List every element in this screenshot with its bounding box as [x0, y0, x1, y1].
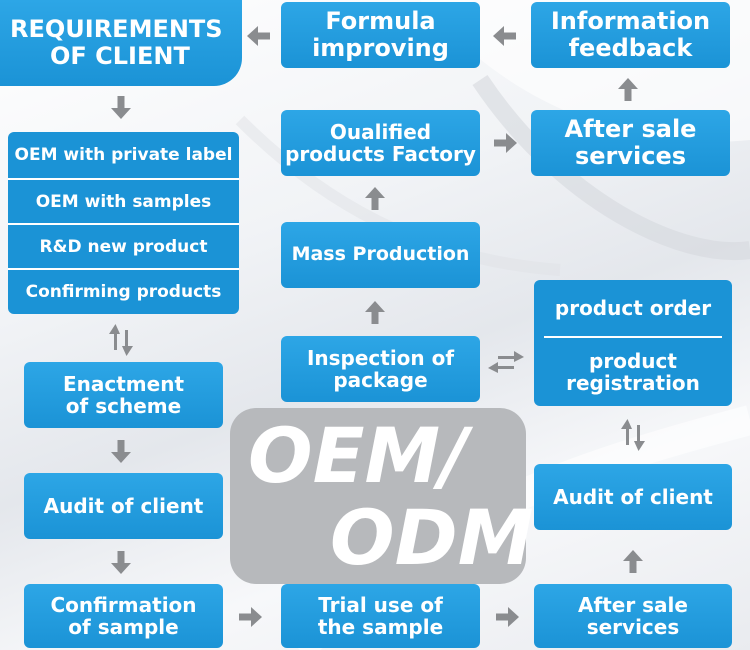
arrow-right-icon — [496, 607, 519, 627]
double-vertical-arrow-icon — [109, 324, 133, 356]
oem-title-line1: OEM/ — [248, 411, 468, 500]
arrow-right-icon — [494, 133, 517, 153]
information-feedback-box: Information feedback — [531, 2, 730, 68]
arrow-left-icon — [493, 26, 516, 46]
trial-line1: Trial use of — [318, 592, 443, 617]
audit-of-client-left-box: Audit of client — [24, 473, 223, 539]
arrow-left-icon — [247, 26, 270, 46]
enactment-of-scheme-box: Enactment of scheme — [24, 362, 223, 428]
audit-of-client-right-box: Audit of client — [534, 464, 732, 530]
oem-option-confirming-products: Confirming products — [25, 282, 222, 302]
oem-option-private-label: OEM with private label — [8, 132, 239, 180]
formula-line2: improving — [312, 34, 449, 62]
inspection-of-package-box: Inspection of package — [281, 336, 480, 402]
double-vertical-arrow-icon — [621, 419, 645, 451]
after-sale-services-top-box: After sale services — [531, 110, 730, 176]
after-sale-services-bottom-box: After sale services — [534, 584, 732, 648]
requirements-line1: REQUIREMENTS — [10, 15, 223, 44]
arrow-down-icon — [111, 440, 131, 463]
mass-production-box: Mass Production — [281, 222, 480, 288]
arrow-up-icon — [365, 301, 385, 324]
enactment-line2: of scheme — [65, 394, 182, 418]
audit-left-label: Audit of client — [43, 493, 204, 518]
product-order-label: product order — [554, 296, 712, 320]
after-sale-top-line2: services — [574, 142, 687, 170]
arrow-up-icon — [623, 550, 643, 573]
confirmation-line1: Confirmation — [50, 592, 197, 617]
trial-line2: the sample — [317, 615, 444, 639]
product-order-registration-box: product order product registration — [534, 280, 732, 406]
oem-options-box: OEM with private label OEM with samples … — [8, 132, 239, 314]
qualified-line2: products Factory — [285, 142, 476, 166]
requirements-line2: OF CLIENT — [50, 42, 190, 70]
mass-production-label: Mass Production — [291, 243, 470, 266]
arrow-right-icon — [239, 607, 262, 627]
info-feedback-line1: Information — [550, 7, 711, 36]
qualified-line1: Oualified — [329, 119, 432, 144]
confirmation-line2: of sample — [68, 615, 179, 639]
requirements-of-client-box: REQUIREMENTS OF CLIENT — [0, 0, 242, 86]
double-horizontal-arrow-icon — [488, 351, 524, 373]
oem-option-rd-new-product: R&D new product — [8, 225, 239, 270]
product-order-divider — [544, 336, 722, 338]
arrow-up-icon — [618, 78, 638, 101]
oem-option-samples: OEM with samples — [8, 180, 239, 225]
arrow-down-icon — [111, 96, 131, 119]
after-sale-bottom-line1: After sale — [578, 592, 688, 617]
inspection-line1: Inspection of — [306, 345, 455, 370]
audit-right-label: Audit of client — [553, 484, 713, 509]
oem-odm-badge — [230, 408, 526, 584]
enactment-line1: Enactment — [62, 371, 184, 396]
info-feedback-line2: feedback — [568, 34, 693, 62]
arrow-down-icon — [111, 551, 131, 574]
confirmation-of-sample-box: Confirmation of sample — [24, 584, 223, 648]
trial-use-of-sample-box: Trial use of the sample — [281, 584, 480, 648]
product-registration-line1: product — [589, 348, 677, 373]
qualified-products-factory-box: Oualified products Factory — [281, 110, 480, 176]
product-registration-line2: registration — [566, 371, 700, 395]
formula-improving-box: Formula improving — [281, 2, 480, 68]
formula-line1: Formula — [325, 7, 436, 36]
oem-title-line2: ODM — [330, 493, 534, 582]
inspection-line2: package — [333, 368, 428, 392]
after-sale-bottom-line2: services — [586, 615, 680, 639]
after-sale-top-line1: After sale — [564, 115, 697, 144]
arrow-up-icon — [365, 187, 385, 210]
